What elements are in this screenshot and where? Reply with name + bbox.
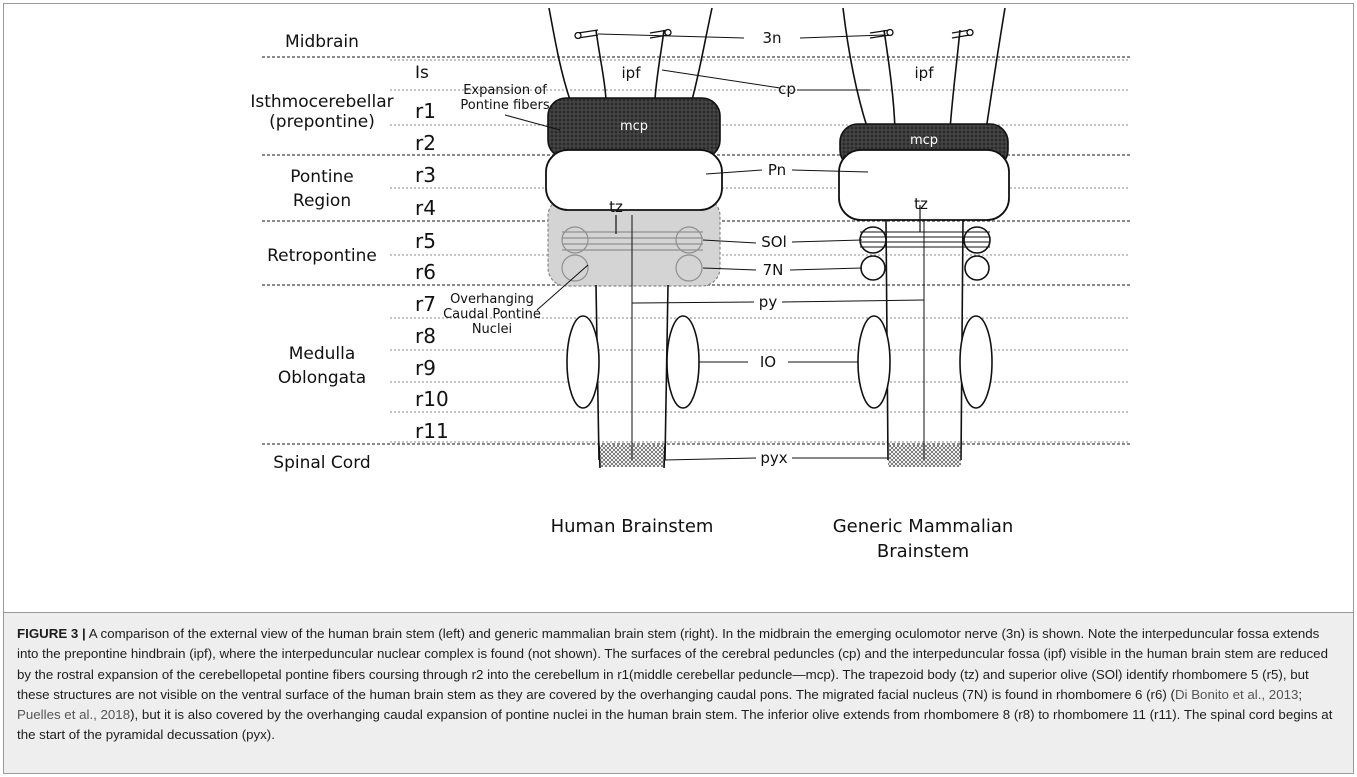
rhombomere-r2: r2 [415, 131, 436, 155]
svg-text:Caudal Pontine: Caudal Pontine [443, 307, 541, 322]
citation-puelles[interactable]: Puelles et al., 2018 [17, 707, 130, 722]
rhombomere-r5: r5 [415, 229, 436, 253]
annotation-overhanging: Overhanging Caudal Pontine Nuclei [443, 292, 541, 337]
rhombomere-r8: r8 [415, 324, 436, 348]
label-cp: cp [778, 80, 796, 98]
svg-text:Overhanging: Overhanging [450, 292, 534, 307]
rhombomere-boundaries [390, 60, 1130, 442]
caption-text-1: A comparison of the external view of the… [17, 626, 1328, 702]
title-human-brainstem: Human Brainstem [551, 516, 714, 537]
label-sol: SOl [761, 233, 787, 251]
label-midbrain: Midbrain [285, 32, 359, 52]
label-mcp-human: mcp [620, 119, 648, 134]
label-pontine: Pontine [290, 167, 353, 187]
rhombomere-r1: r1 [415, 99, 436, 123]
caption-separator: ; [1298, 687, 1302, 702]
label-mcp-generic: mcp [910, 133, 938, 148]
caption-text-2: ), but it is also covered by the overhan… [17, 707, 1332, 742]
rhombomere-is: Is [415, 63, 429, 83]
label-ipf-human: ipf [622, 64, 642, 82]
human-overhanging-nuclei [548, 198, 720, 286]
rhombomere-r7: r7 [415, 292, 436, 316]
generic-inferior-olive-right [960, 316, 992, 408]
citation-di-bonito[interactable]: Di Bonito et al., 2013 [1175, 687, 1298, 702]
generic-pyramidal-decussation [888, 445, 961, 467]
rhombomere-r10: r10 [415, 387, 449, 411]
annotation-expansion: Expansion of Pontine fibers [460, 83, 549, 113]
label-spinal-cord: Spinal Cord [273, 453, 370, 473]
brainstem-diagram: Midbrain Isthmocerebellar (prepontine) P… [0, 0, 1357, 612]
label-tz-human: tz [609, 198, 623, 216]
figure-label: FIGURE 3 | [17, 626, 86, 641]
label-pn: Pn [768, 161, 786, 179]
panel-titles: Human Brainstem Generic Mammalian Brains… [551, 516, 1014, 562]
human-cerebral-peduncle-left [549, 8, 570, 100]
generic-inferior-olive-left [858, 316, 890, 408]
label-py: py [759, 293, 778, 311]
rhombomere-labels: Is r1 r2 r3 r4 r5 r6 r7 r8 r9 r10 r11 [415, 63, 449, 443]
svg-text:Nuclei: Nuclei [472, 322, 512, 337]
label-3n: 3n [762, 29, 781, 47]
human-inferior-olive-left [567, 316, 599, 408]
rhombomere-r4: r4 [415, 196, 436, 220]
title-generic-brainstem-line2: Brainstem [877, 541, 969, 562]
label-region: Region [293, 191, 351, 211]
label-medulla: Medulla [289, 344, 356, 364]
label-pyx: pyx [760, 449, 787, 467]
human-pyramidal-decussation [599, 445, 665, 467]
label-isthmocerebellar: Isthmocerebellar [250, 92, 393, 112]
human-cerebral-peduncle-right [692, 8, 712, 100]
label-ipf-generic: ipf [915, 64, 935, 82]
rhombomere-r11: r11 [415, 419, 449, 443]
svg-text:Expansion of: Expansion of [463, 83, 547, 98]
label-oblongata: Oblongata [278, 368, 366, 388]
region-labels: Midbrain Isthmocerebellar (prepontine) P… [250, 32, 393, 473]
label-7n: 7N [763, 261, 784, 279]
human-inferior-olive-right [667, 316, 699, 408]
rhombomere-r3: r3 [415, 163, 436, 187]
label-retropontine: Retropontine [267, 246, 377, 266]
human-oculomotor-nerve [575, 30, 671, 39]
svg-text:Pontine fibers: Pontine fibers [460, 98, 549, 113]
title-generic-brainstem-line1: Generic Mammalian [833, 516, 1014, 537]
human-pons [546, 150, 722, 210]
figure-caption: FIGURE 3 | A comparison of the external … [17, 624, 1339, 746]
rhombomere-r9: r9 [415, 356, 436, 380]
label-prepontine: (prepontine) [269, 112, 375, 132]
label-io: IO [760, 353, 776, 371]
label-tz-generic: tz [914, 195, 928, 213]
rhombomere-r6: r6 [415, 260, 436, 284]
